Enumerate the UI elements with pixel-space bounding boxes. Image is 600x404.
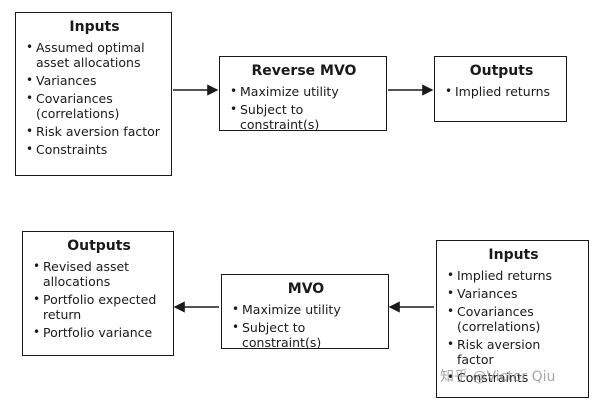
bottom-inputs-list: Implied returns Variances Covariances (c…	[447, 268, 580, 385]
list-item: Covariances (correlations)	[447, 304, 580, 334]
bottom-process-box: MVO Maximize utility Subject to constrai…	[221, 274, 389, 350]
list-item: Variances	[447, 286, 580, 301]
list-item: Subject to constraint(s)	[232, 320, 380, 350]
top-outputs-title: Outputs	[469, 63, 534, 79]
list-item: Revised asset allocations	[33, 259, 165, 289]
list-item: Portfolio variance	[33, 325, 165, 340]
list-item: Subject to constraint(s)	[230, 102, 378, 132]
bottom-outputs-box: Outputs Revised asset allocations Portfo…	[22, 231, 174, 356]
list-item: Portfolio expected return	[33, 292, 165, 322]
top-inputs-box: Inputs Assumed optimal asset allocations…	[15, 12, 172, 176]
list-item: Implied returns	[445, 84, 558, 99]
list-item: Variances	[26, 73, 163, 88]
top-outputs-box: Outputs Implied returns	[434, 56, 567, 122]
list-item: Maximize utility	[230, 84, 378, 99]
list-item: Constraints	[26, 142, 163, 157]
bottom-inputs-box: Inputs Implied returns Variances Covaria…	[436, 240, 589, 398]
top-process-list: Maximize utility Subject to constraint(s…	[230, 84, 378, 132]
bottom-outputs-list: Revised asset allocations Portfolio expe…	[33, 259, 165, 340]
list-item: Covariances (correlations)	[26, 91, 163, 121]
top-inputs-list: Assumed optimal asset allocations Varian…	[26, 40, 163, 157]
top-inputs-title: Inputs	[69, 19, 120, 35]
list-item: Constraints	[447, 370, 580, 385]
top-process-title: Reverse MVO	[251, 63, 357, 79]
bottom-outputs-title: Outputs	[67, 238, 131, 254]
bottom-process-list: Maximize utility Subject to constraint(s…	[232, 302, 380, 350]
top-process-box: Reverse MVO Maximize utility Subject to …	[219, 56, 387, 132]
list-item: Assumed optimal asset allocations	[26, 40, 163, 70]
bottom-process-title: MVO	[287, 281, 325, 297]
list-item: Maximize utility	[232, 302, 380, 317]
top-outputs-list: Implied returns	[445, 84, 558, 99]
list-item: Implied returns	[447, 268, 580, 283]
watermark-text: 知乎 @Victor Qiu	[440, 369, 556, 385]
list-item: Risk aversion factor	[447, 337, 580, 367]
list-item: Risk aversion factor	[26, 124, 163, 139]
bottom-inputs-title: Inputs	[488, 247, 539, 263]
